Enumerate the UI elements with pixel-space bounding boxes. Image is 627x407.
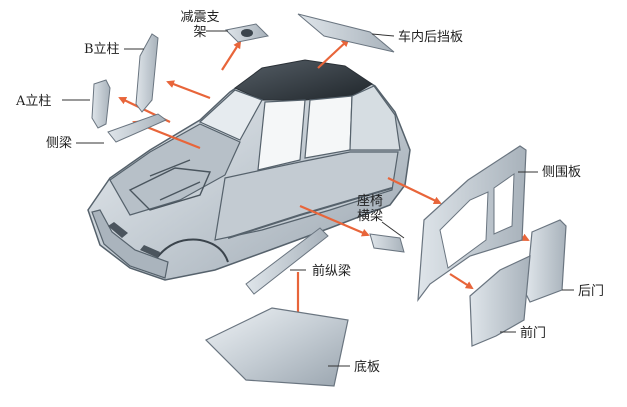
- front-wheel-arch: [149, 238, 229, 269]
- part-floor-panel: [204, 307, 349, 387]
- label-front-door: 前门: [520, 326, 547, 341]
- headlight-openings: [108, 222, 160, 258]
- engine-bay-structure: [128, 159, 212, 211]
- side-panel-door-openings: [439, 173, 515, 269]
- part-b-pillar: [135, 33, 159, 113]
- part-seat-crossmember: [369, 233, 405, 253]
- windshield-frame: [198, 89, 263, 141]
- car-roof: [234, 59, 373, 101]
- label-rear-door: 后门: [578, 284, 605, 299]
- label-side-rail: 侧梁: [46, 136, 73, 151]
- label-a-pillar: A立柱: [16, 94, 52, 109]
- label-leader-lines: [62, 30, 574, 367]
- engine-bay: [109, 123, 241, 216]
- car-body-in-white: [87, 59, 411, 281]
- part-rear-door: [525, 219, 567, 303]
- label-seat-crossmember: 座椅横梁: [356, 194, 383, 224]
- arrow-b-pillar: [166, 80, 211, 100]
- arrow-rear-shelf: [317, 38, 350, 69]
- arrow-side-panel: [387, 177, 442, 205]
- arrow-seat-crossmember: [299, 204, 370, 237]
- part-front-rail: [245, 227, 329, 295]
- side-sill: [227, 187, 393, 239]
- part-front-door: [469, 255, 531, 347]
- front-bumper: [91, 209, 169, 279]
- part-a-pillar: [91, 79, 111, 129]
- part-rear-shelf: [297, 13, 395, 53]
- label-side-panel: 侧围板: [542, 165, 582, 180]
- rear-pillar: [349, 85, 401, 151]
- label-floor-panel: 底板: [354, 360, 381, 375]
- arrow-shock-mount: [221, 40, 242, 71]
- door-openings: [257, 95, 353, 171]
- label-rear-shelf: 车内后挡板: [398, 30, 464, 45]
- label-front-rail: 前纵梁: [312, 264, 352, 279]
- part-shock-mount: [224, 23, 270, 43]
- arrow-front-door: [449, 273, 474, 290]
- label-shock-mount: 减震支架: [180, 10, 220, 40]
- part-side-rail: [107, 113, 167, 143]
- label-b-pillar: B立柱: [84, 42, 120, 57]
